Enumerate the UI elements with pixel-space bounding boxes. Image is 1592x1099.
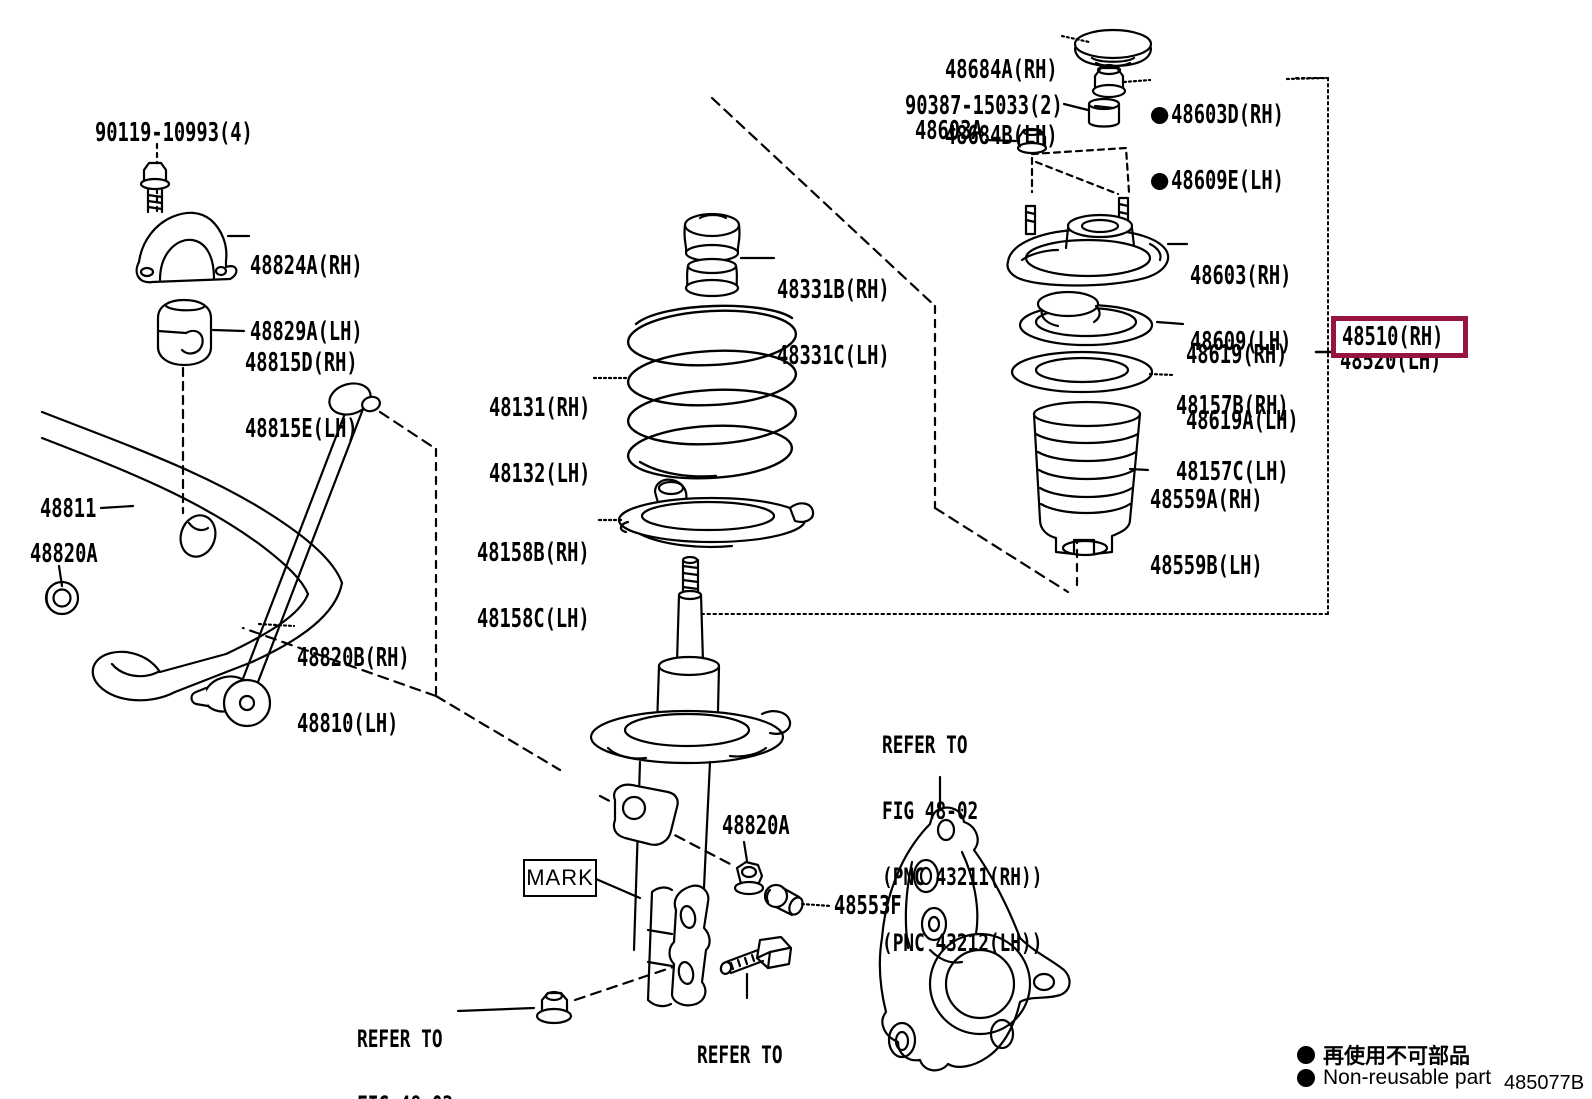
part-label-line: 48824A(RH) [250,251,363,281]
part-label-48619[interactable]: 48619(RH) 48619A(LH) [1186,300,1299,476]
part-label-line: 48820B(RH) [297,643,410,673]
part-label-line: 48829A(LH) [250,317,363,347]
bolt-48553f-drawing [763,883,804,917]
label-row: 48603D(RH) [1151,100,1284,130]
support-nut-48603d-drawing [1091,63,1127,99]
refer-line: REFER TO [882,731,968,759]
part-label-90119[interactable]: 90119-10993(4) [95,118,253,148]
part-label-line: 48132(LH) [489,459,591,489]
dust-boot-drawing [1032,400,1142,557]
part-label-line: 48810(LH) [297,709,399,739]
part-label-48811[interactable]: 48811 [40,494,97,524]
part-label-line: 48331B(RH) [777,275,890,305]
support-nut-48603a-drawing [1016,127,1048,155]
part-label-line: 48559B(LH) [1150,551,1263,581]
part-label-line: 48158C(LH) [477,604,590,634]
part-label-line: 48609E(LH) [1171,166,1284,196]
label-row: 48609E(LH) [1151,166,1284,196]
part-label-line: 48815E(LH) [245,414,358,444]
part-label-line: 48815D(RH) [245,348,358,378]
part-label-48603a[interactable]: 48603A [915,116,983,146]
legend-non-reusable-en: Non-reusable part [1297,1066,1491,1090]
refer-note-lower-left: REFER TO FIG 48-02 (PNC 43211L(RH)) (PNC… [357,984,528,1099]
figure-number: 485077B [1504,1072,1585,1094]
spring-upper-seat-ring-drawing [1010,350,1154,394]
strut-link-nut-drawing [733,860,765,896]
non-reusable-bullet-icon [1151,172,1169,190]
non-reusable-bullet-icon [1297,1046,1315,1064]
part-label-line: 48684A(RH) [945,55,1058,85]
part-label-90387[interactable]: 90387-15033(2) [905,91,1063,121]
part-label-48603[interactable]: 48603(RH) 48609(LH) [1190,221,1291,397]
part-label-line: 48559A(RH) [1150,485,1263,515]
part-label-line: 48619A(LH) [1186,406,1299,436]
part-label-48131[interactable]: 48131(RH) 48132(LH) [489,353,590,529]
stabilizer-bracket-drawing [135,211,238,284]
part-label-line: 48331C(LH) [777,341,890,371]
part-label-48331[interactable]: 48331B(RH) 48331C(LH) [777,235,890,411]
part-label-48820a-mid[interactable]: 48820A [722,811,790,841]
part-label-48559[interactable]: 48559A(RH) 48559B(LH) [1150,445,1263,621]
refer-line: REFER TO [357,1025,443,1053]
part-label-48824[interactable]: 48824A(RH) 48829A(LH) [250,211,363,387]
part-label-48158[interactable]: 48158B(RH) 48158C(LH) [477,498,590,674]
part-label-line: 48157B(RH) [1176,391,1289,421]
part-label-line: 48131(RH) [489,393,591,423]
stabilizer-link-drawing [190,382,381,728]
part-label-line: 48157C(LH) [1176,457,1289,487]
coil-spring-drawing [626,304,798,480]
refer-line: (PNC 43211(RH)) [882,863,1043,891]
support-cap-drawing [1073,28,1153,68]
part-label-48684[interactable]: 48684A(RH) 48684B(LH) [945,15,1058,191]
stabilizer-bracket-bolt-drawing [139,161,171,214]
mark-callout-box: MARK [523,859,597,897]
part-label-line: 48603(RH) [1190,261,1292,291]
part-label-line: 48619(RH) [1186,340,1288,370]
suspension-support-drawing [1006,196,1170,287]
part-label-48157[interactable]: 48157B(RH) 48157C(LH) [1176,351,1289,527]
refer-line: (PNC 43212(LH)) [882,929,1043,957]
knuckle-bolt-drawing [719,935,793,975]
part-label-48603d[interactable]: 48603D(RH) 48609E(LH) [1151,60,1284,236]
non-reusable-bullet-icon [1151,106,1169,124]
refer-line: REFER TO [697,1041,783,1069]
stabilizer-bar-drawing [40,410,344,702]
refer-line: FIG 48-02 [882,797,979,825]
stabilizer-bushing-drawing [156,298,213,367]
highlighted-part-label-48510[interactable]: 48510(RH) [1331,316,1468,358]
part-label-line: 48510(RH) [1342,322,1444,352]
refer-note-lower-center: REFER TO FIG 48-02 (PNC 43211K(RH)) (PNC… [697,1000,868,1099]
part-label-48815[interactable]: 48815D(RH) 48815E(LH) [245,308,358,484]
part-label-48820a-left[interactable]: 48820A [30,539,98,569]
lower-nut-drawing [535,990,573,1025]
leader-lines [57,102,1189,1013]
part-label-line: 48609(LH) [1190,327,1292,357]
dust-seal-drawing [1018,290,1154,347]
legend-text-en: Non-reusable part [1323,1066,1492,1089]
legend-non-reusable-jp: 再使用不可部品 [1297,1040,1470,1070]
dotted-leader-lines [257,34,1328,908]
non-reusable-bullet-icon [1297,1069,1315,1087]
part-label-48820b[interactable]: 48820B(RH) 48810(LH) [297,603,410,779]
refer-line: FIG 48-02 [357,1093,528,1099]
part-label-line: 48603D(RH) [1171,100,1284,130]
legend-text-jp: 再使用不可部品 [1323,1044,1470,1068]
part-label-48553f[interactable]: 48553F [834,891,902,921]
spring-lower-seat-drawing [617,478,815,549]
shock-absorber-strut-drawing [589,555,792,1008]
part-label-line: 48158B(RH) [477,538,590,568]
refer-note-knuckle: REFER TO FIG 48-02 (PNC 43211(RH)) (PNC … [882,690,1042,998]
bump-stopper-drawing [683,212,741,298]
part-label-line: 48684B(LH) [945,121,1058,151]
steering-knuckle-drawing [878,806,1071,1072]
collar-90387-drawing [1087,97,1121,128]
